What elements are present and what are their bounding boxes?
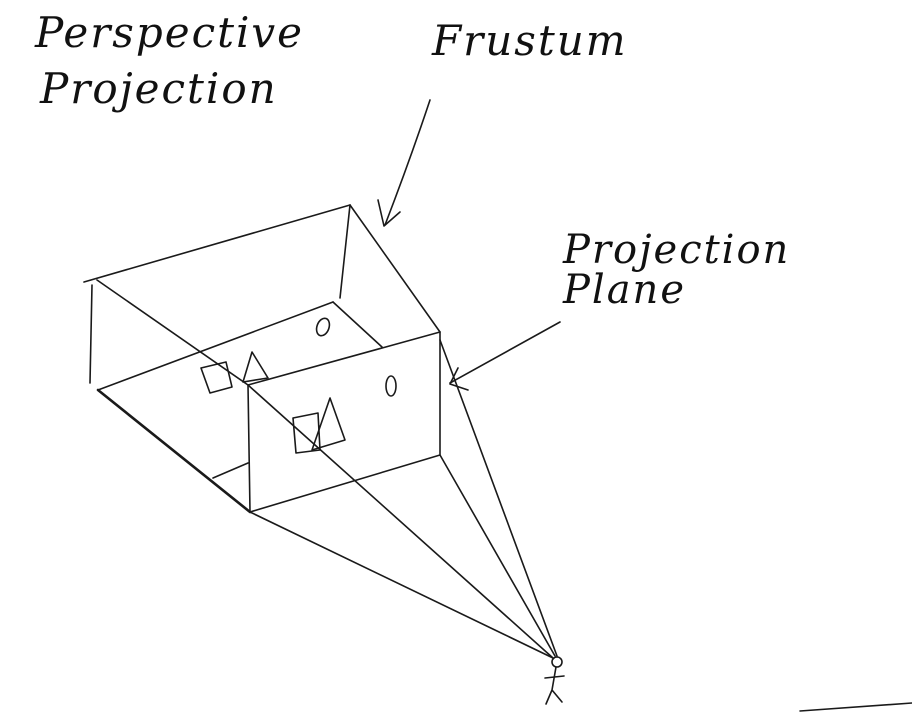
frustum-edges	[96, 204, 441, 514]
title-perspective: Perspective	[35, 8, 305, 57]
projected-circle	[385, 375, 397, 397]
far-objects	[200, 317, 331, 394]
sight-lines	[247, 339, 558, 659]
projected-objects	[292, 375, 397, 454]
projected-square	[292, 412, 321, 454]
stray-line	[799, 702, 912, 712]
plane-arrow-icon	[449, 321, 561, 391]
label-frustum: Frustum	[432, 16, 628, 65]
far-plane	[83, 204, 383, 391]
viewer-figure-icon	[544, 656, 565, 705]
far-triangle	[242, 351, 269, 383]
far-square	[200, 361, 233, 394]
far-circle	[315, 317, 331, 337]
projected-triangle	[311, 397, 346, 451]
frustum-arrow-icon	[377, 99, 431, 227]
title-projection: Projection	[40, 64, 278, 113]
label-projection-plane: Projection Plane	[563, 227, 791, 313]
projection-plane	[247, 331, 441, 513]
